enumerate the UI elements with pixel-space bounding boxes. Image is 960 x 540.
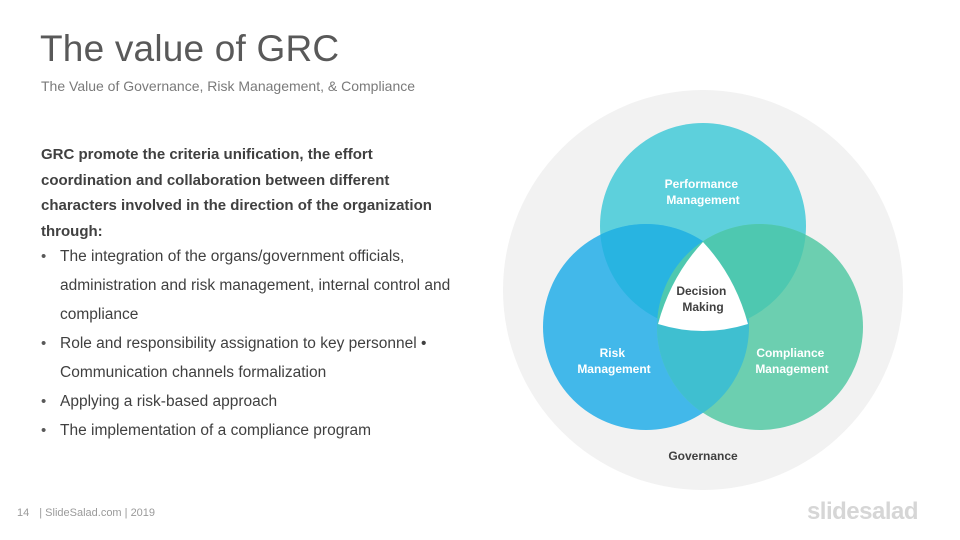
decision-making-label: Decision Making	[676, 284, 729, 314]
bullet-marker: •	[41, 248, 47, 265]
performance-management-label: Performance Management	[665, 177, 742, 207]
slidesalad-logo: slidesalad	[806, 498, 919, 525]
bullet-text: The integration of the organs/government…	[60, 248, 451, 323]
bullet-text: The implementation of a compliance progr…	[60, 422, 372, 439]
lead-paragraph: GRC promote the criteria unification, th…	[41, 146, 432, 240]
slide-footer: 14 | SlideSalad.com | 2019	[17, 507, 155, 519]
bullet-marker: •	[41, 393, 47, 410]
risk-management-label: Risk Management	[577, 346, 650, 376]
decision-making-center	[658, 242, 748, 331]
bullet-item: • The implementation of a compliance prog…	[41, 416, 461, 445]
bullet-item: • The integration of the organs/governmen…	[41, 242, 461, 329]
compliance-management-label: Compliance Management	[755, 346, 828, 376]
bullet-item: • Role and responsibility assignation to …	[41, 329, 461, 387]
slide-title: The value of GRC	[40, 28, 340, 69]
bullet-marker: •	[41, 422, 47, 439]
bullet-item: • Applying a risk-based approach	[41, 387, 461, 416]
governance-label: Governance	[668, 449, 738, 463]
bullet-marker: •	[41, 335, 47, 352]
bullet-text: Role and responsibility assignation to k…	[60, 335, 427, 381]
bullet-list: • The integration of the organs/governmen…	[41, 242, 461, 445]
page-number: 14	[17, 507, 30, 519]
slide-subtitle: The Value of Governance, Risk Management…	[41, 78, 416, 94]
bullet-text: Applying a risk-based approach	[60, 393, 278, 410]
footer-source: | SlideSalad.com | 2019	[39, 507, 156, 519]
